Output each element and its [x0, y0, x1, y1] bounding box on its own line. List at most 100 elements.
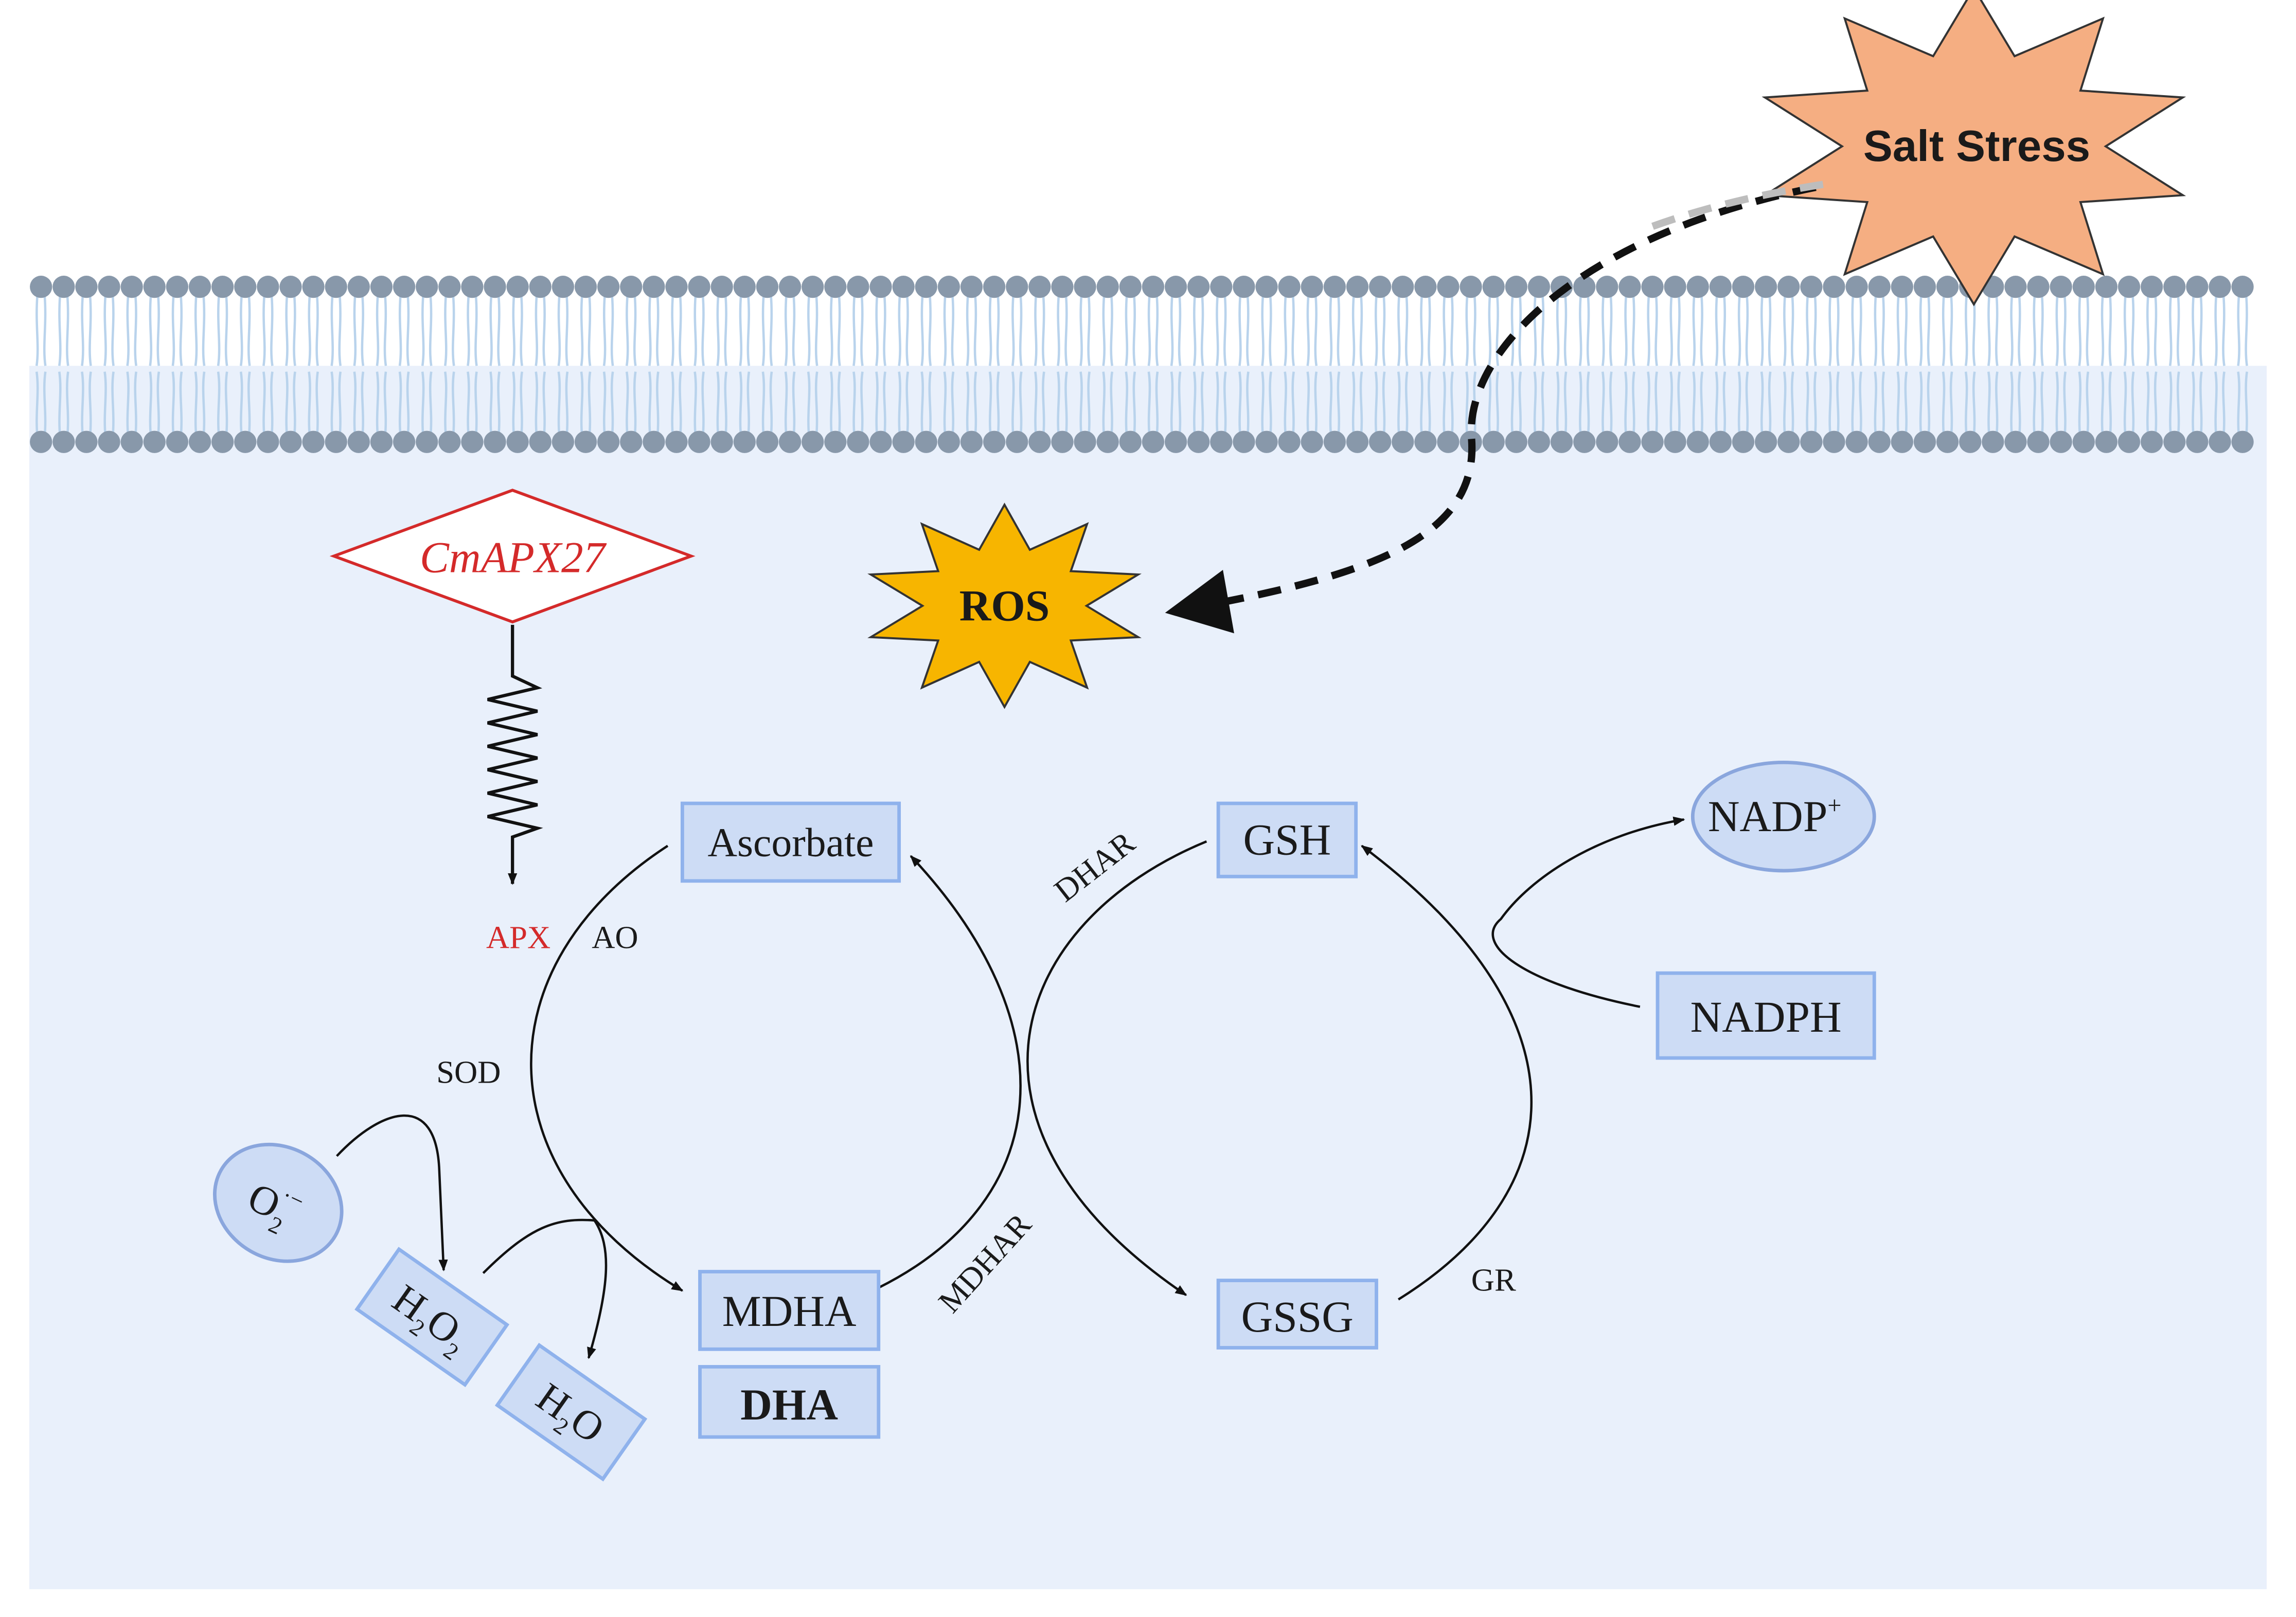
lipid-tail-inner — [693, 371, 705, 437]
lipid-head — [1346, 276, 1369, 298]
lipid-tail-outer — [2123, 295, 2135, 366]
lipid-tail-inner — [1284, 371, 1295, 437]
lipid-head — [1845, 276, 1868, 298]
lipid-head — [1664, 430, 1686, 453]
lipid-tail-inner — [1533, 371, 1545, 437]
lipid-tail-inner — [1079, 371, 1091, 437]
lipid-head — [1051, 276, 1074, 298]
lipid-head — [847, 276, 869, 298]
lipid-tail-inner — [308, 371, 319, 437]
lipid-tail-inner — [81, 371, 92, 437]
lipid-tail-outer — [1692, 295, 1704, 366]
lipid-tail-inner — [1828, 371, 1840, 437]
lipid-head — [1641, 276, 1664, 298]
lipid-tail-inner — [1397, 371, 1409, 437]
lipid-tail-inner — [1102, 371, 1114, 437]
lipid-head — [347, 276, 370, 298]
lipid-tail-outer — [285, 295, 296, 366]
lipid-head — [143, 276, 166, 298]
lipid-tail-inner — [1737, 371, 1749, 437]
lipid-tail-outer — [58, 295, 69, 366]
lipid-tail-outer — [988, 295, 1000, 366]
lipid-tail-inner — [2010, 371, 2021, 437]
lipid-head — [347, 430, 370, 453]
lipid-head — [983, 430, 1006, 453]
h2o-node: H2O — [494, 1342, 648, 1482]
lipid-tail-outer — [1443, 295, 1454, 366]
lipid-head — [2027, 430, 2050, 453]
lipid-head — [892, 430, 915, 453]
lipid-tail-outer — [217, 295, 228, 366]
lipid-tail-outer — [1556, 295, 1568, 366]
nadp-superscript: + — [1827, 792, 1841, 819]
lipid-tail-inner — [761, 371, 773, 437]
lipid-tail-outer — [2214, 295, 2226, 366]
lipid-head — [1460, 276, 1482, 298]
lipid-tail-outer — [557, 295, 569, 366]
lipid-head — [1233, 276, 1255, 298]
lipid-tail-inner — [943, 371, 955, 437]
lipid-tail-inner — [1692, 371, 1704, 437]
lipid-tail-outer — [1851, 295, 1862, 366]
lipid-tail-outer — [444, 295, 455, 366]
lipid-head — [2050, 430, 2072, 453]
lipid-tail-outer — [784, 295, 796, 366]
lipid-tail-inner — [2101, 371, 2112, 437]
lipid-head — [2163, 430, 2186, 453]
mdha-node: MDHA — [698, 1270, 881, 1351]
lipid-head — [1437, 276, 1460, 298]
lipid-head — [2141, 276, 2163, 298]
lipid-tail-outer — [1034, 295, 1045, 366]
lipid-tail-outer — [830, 295, 841, 366]
lipid-tail-outer — [1057, 295, 1068, 366]
lipid-head — [1982, 430, 2004, 453]
lipid-tail-outer — [262, 295, 274, 366]
lipid-head — [166, 276, 189, 298]
lipid-tail-inner — [1806, 371, 1817, 437]
lipid-head — [211, 276, 234, 298]
lipid-head — [234, 430, 257, 453]
lipid-tail-outer — [1919, 295, 1931, 366]
enzyme-sod: SOD — [436, 1054, 501, 1090]
lipid-tail-inner — [1011, 371, 1023, 437]
lipid-head — [1686, 430, 1709, 453]
lipid-tail-inner — [852, 371, 864, 437]
lipid-tail-inner — [2078, 371, 2090, 437]
lipid-head — [1164, 430, 1187, 453]
lipid-head — [506, 276, 529, 298]
lipid-tail-inner — [988, 371, 1000, 437]
salt-stress-burst: Salt Stress — [1761, 0, 2186, 307]
lipid-head — [1301, 276, 1323, 298]
lipid-tail-inner — [444, 371, 455, 437]
lipid-tail-outer — [693, 295, 705, 366]
lipid-tail-outer — [2033, 295, 2044, 366]
lipid-head — [302, 430, 325, 453]
lipid-tail-inner — [1193, 371, 1204, 437]
lipid-tail-outer — [761, 295, 773, 366]
lipid-tail-outer — [1942, 295, 1953, 366]
lipid-tail-outer — [103, 295, 115, 366]
lipid-tail-inner — [1147, 371, 1159, 437]
lipid-head — [1119, 430, 1142, 453]
enzyme-ao: AO — [592, 920, 638, 956]
lipid-head — [574, 276, 597, 298]
lipid-tail-outer — [1828, 295, 1840, 366]
lipid-head — [325, 276, 347, 298]
lipid-tail-outer — [1806, 295, 1817, 366]
lipid-head — [2095, 276, 2118, 298]
lipid-head — [551, 276, 575, 298]
lipid-tail-inner — [1624, 371, 1635, 437]
lipid-head — [2072, 430, 2095, 453]
lipid-tail-outer — [1238, 295, 1250, 366]
lipid-head — [1732, 276, 1755, 298]
lipid-head — [2004, 276, 2027, 298]
lipid-tail-inner — [1216, 371, 1227, 437]
lipid-tail-outer — [580, 295, 592, 366]
lipid-tail-outer — [966, 295, 977, 366]
lipid-head — [2186, 430, 2209, 453]
lipid-head — [393, 430, 416, 453]
lipid-head — [643, 276, 665, 298]
h2o2-to-h2o-curve — [482, 1218, 608, 1359]
lipid-tail-inner — [285, 371, 296, 437]
lipid-head — [370, 276, 393, 298]
